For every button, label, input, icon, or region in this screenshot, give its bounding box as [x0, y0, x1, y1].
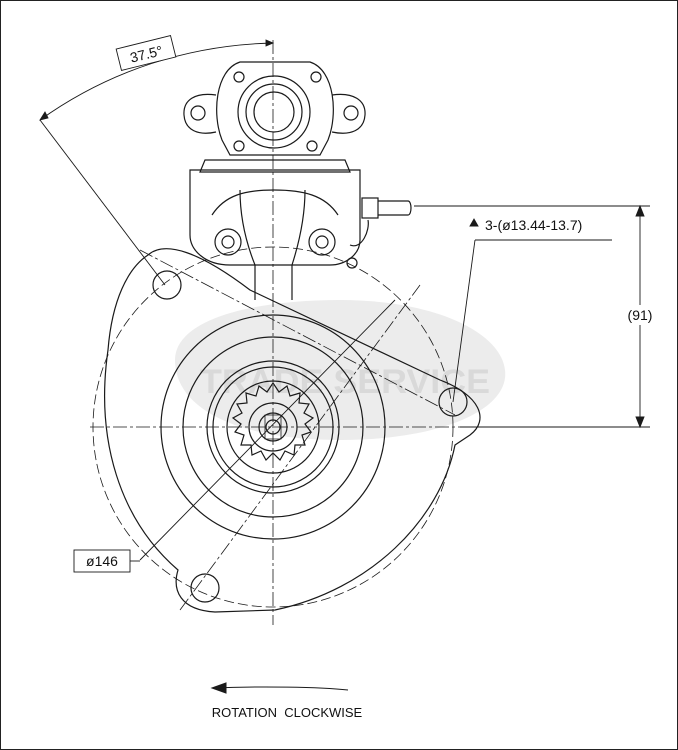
- height-arrow-top: [635, 204, 645, 217]
- rotation-arrow-head: [210, 682, 227, 694]
- shaft-spline: [264, 414, 282, 440]
- small-terminal-block: [361, 197, 379, 219]
- angle-label-box: [115, 35, 177, 71]
- diameter-line: [139, 299, 396, 561]
- diameter-label: ø146: [86, 553, 118, 569]
- small-terminal-stud: [378, 200, 412, 216]
- holes-label: 3-(ø13.44-13.7): [485, 217, 582, 233]
- hole-centerline-2: [179, 284, 421, 611]
- mounting-flange: [104, 248, 481, 613]
- terminal-stud-right: [315, 235, 329, 249]
- mounting-hole-top-left: [152, 270, 182, 300]
- height-arrow-bottom: [635, 416, 645, 429]
- terminal-lead: [349, 219, 369, 247]
- watermark-swoosh: [175, 300, 506, 440]
- cap-screw-4: [306, 140, 318, 152]
- watermark: TRADE SERVICE: [175, 300, 506, 440]
- solenoid-arch: [211, 189, 339, 216]
- angle-label: 37.5°: [128, 42, 164, 65]
- height-label: (91): [628, 307, 653, 323]
- center-lines: [90, 40, 470, 625]
- height-dimension: [414, 204, 660, 429]
- cap-screw-1: [233, 71, 245, 83]
- diameter-dimension: [73, 299, 396, 573]
- rotation-arrow-shaft: [211, 686, 349, 691]
- cap-ear-left-hole: [190, 105, 206, 121]
- terminal-nut-right: [308, 228, 336, 256]
- triangle-marker-icon: [469, 218, 479, 227]
- mounting-hole-bottom: [190, 573, 220, 603]
- solenoid-neck: [239, 189, 306, 300]
- holes-leader: [452, 239, 476, 403]
- angle-arc: [39, 42, 274, 121]
- terminal-stud-left: [221, 235, 235, 249]
- terminal-nut-left: [214, 228, 242, 256]
- angle-arrow-left: [39, 111, 49, 121]
- cap-boss-outer: [237, 75, 311, 149]
- hole-centerline-1: [139, 249, 456, 416]
- bolt-circle: [92, 246, 454, 608]
- cap-screw-3: [233, 140, 245, 152]
- height-label-bg: [620, 305, 660, 325]
- solenoid-cap: [216, 61, 334, 156]
- cap-screw-2: [310, 71, 322, 83]
- cap-boss-mid: [245, 83, 303, 141]
- rotation-label: ROTATION CLOCKWISE: [212, 705, 363, 720]
- solenoid-collar: [199, 159, 351, 173]
- arrow-left-icon: [210, 682, 349, 694]
- pinion-gear: [231, 381, 315, 461]
- cap-boss-inner: [253, 91, 295, 133]
- cap-ear-left: [183, 93, 217, 134]
- solenoid-body: [189, 169, 361, 266]
- mounting-hole-right: [438, 387, 468, 417]
- cap-ear-right: [331, 93, 366, 134]
- terminal-lead-bolt: [346, 257, 358, 269]
- cap-ear-right-hole: [343, 105, 359, 121]
- angle-leg: [39, 119, 166, 286]
- angle-arrow-right: [265, 39, 275, 47]
- holes-dimension: [452, 218, 612, 403]
- angle-dimension: [39, 35, 275, 286]
